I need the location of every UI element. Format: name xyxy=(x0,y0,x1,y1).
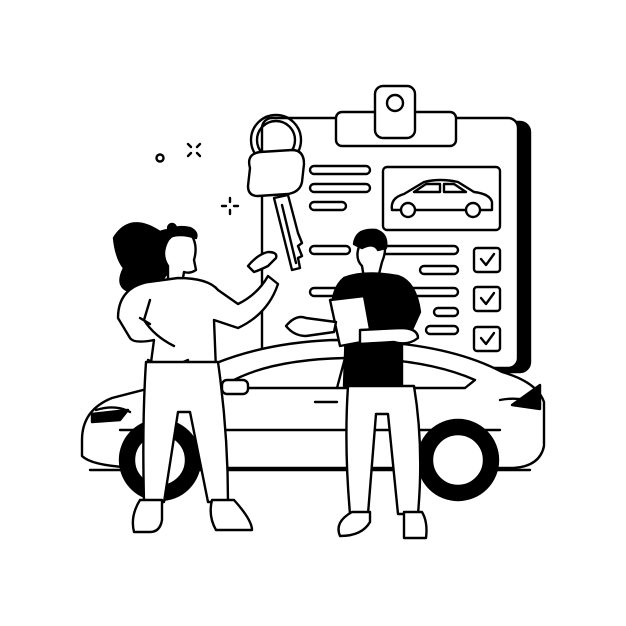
car-photo xyxy=(381,165,502,232)
sparkle-icon xyxy=(155,142,240,216)
key-icon xyxy=(246,113,306,272)
checkbox-checked-2 xyxy=(472,285,502,313)
checklist xyxy=(472,246,502,353)
man-figure xyxy=(284,228,428,540)
woman-figure xyxy=(112,222,280,534)
checkbox-checked-3 xyxy=(472,325,502,353)
checkbox-checked-1 xyxy=(472,246,502,274)
